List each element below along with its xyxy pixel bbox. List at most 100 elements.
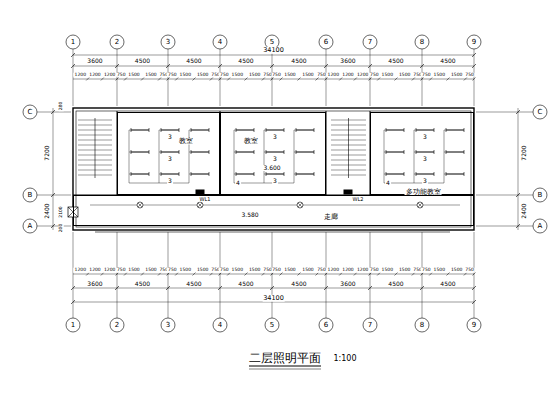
grid-number: 9	[471, 39, 477, 46]
grid-line	[37, 195, 71, 196]
dimension-tick	[262, 78, 265, 81]
dimension-line	[73, 302, 474, 303]
dimension-line	[73, 274, 474, 275]
ceiling-lamp	[298, 203, 302, 207]
dimension-tick	[472, 286, 476, 290]
stair-step	[78, 150, 112, 151]
fluorescent-lamp	[149, 172, 150, 176]
fluorescent-lamp	[266, 130, 284, 131]
grid-letter: C	[27, 109, 34, 116]
dimension-text: 4500	[134, 58, 151, 64]
dimension-tick	[166, 286, 170, 290]
lighting-wire	[294, 130, 296, 131]
dimension-line	[518, 108, 519, 230]
fluorescent-lamp	[404, 172, 405, 176]
circuit-number: 3	[167, 134, 173, 140]
stair-step	[331, 120, 366, 121]
stair-step	[331, 135, 366, 136]
dimension-tick	[219, 273, 222, 276]
fluorescent-lamp	[254, 128, 255, 132]
fluorescent-lamp	[464, 128, 465, 132]
dimension-text: 3600	[339, 281, 356, 287]
grid-bubble	[467, 318, 481, 332]
dimension-tick	[421, 273, 424, 276]
fine-dimension: 1200	[356, 268, 369, 273]
grid-number: 7	[367, 322, 373, 329]
fluorescent-lamp	[284, 128, 285, 132]
dimension-tick	[262, 273, 265, 276]
grid-bubble	[23, 219, 37, 233]
grid-letter: B	[537, 192, 544, 199]
grid-letter: B	[27, 192, 34, 199]
room-name: 走廊	[323, 214, 339, 221]
lighting-wire	[159, 130, 160, 183]
dimension-text: 4500	[134, 281, 151, 287]
room-name: 教室	[243, 138, 259, 145]
lighting-wire	[264, 174, 266, 175]
dimension-tick	[158, 78, 161, 81]
grid-number: 5	[269, 39, 275, 46]
fine-dimension: 750	[421, 72, 432, 77]
fluorescent-lamp	[191, 152, 209, 153]
fluorescent-lamp	[416, 152, 434, 153]
dimension-tick	[325, 273, 328, 276]
dimension-tick	[280, 78, 283, 81]
fluorescent-lamp	[161, 174, 179, 175]
dimension-tick	[218, 286, 222, 290]
grid-bubble	[23, 105, 37, 119]
dimension-tick	[412, 273, 415, 276]
fluorescent-lamp	[296, 174, 314, 175]
fluorescent-lamp	[386, 174, 404, 175]
dimension-tick	[218, 64, 222, 68]
fine-dimension: 280	[59, 101, 64, 112]
grid-number: 6	[323, 39, 329, 46]
grid-bubble	[467, 35, 481, 49]
fine-dimension: 1500	[231, 72, 244, 77]
grid-number: 3	[165, 322, 171, 329]
fluorescent-lamp	[386, 130, 404, 131]
fluorescent-lamp	[296, 130, 314, 131]
lighting-wire	[384, 183, 444, 184]
lighting-wire	[294, 174, 296, 175]
grid-line	[326, 49, 327, 106]
fluorescent-lamp	[209, 150, 210, 154]
dimension-text: 7200	[44, 144, 50, 161]
fine-dimension: 1500	[433, 268, 446, 273]
circuit-number: 3	[422, 178, 428, 184]
stair-step	[331, 160, 366, 161]
fine-dimension: 2100	[59, 205, 64, 218]
lighting-wire	[414, 152, 416, 153]
fine-dimension: 1500	[248, 268, 261, 273]
stair-step	[78, 160, 112, 161]
dimension-tick	[325, 78, 328, 81]
lighting-wire	[384, 152, 386, 153]
dimension-tick	[420, 286, 424, 290]
fluorescent-lamp	[434, 128, 435, 132]
fluorescent-lamp	[464, 172, 465, 176]
fine-dimension: 750	[421, 268, 432, 273]
fluorescent-lamp	[296, 152, 314, 153]
fine-dimension: 1200	[74, 268, 87, 273]
grid-letter: C	[537, 109, 544, 116]
fluorescent-lamp	[161, 152, 179, 153]
lighting-wire	[384, 174, 386, 175]
dimension-text: 3600	[86, 281, 103, 287]
lighting-wire	[129, 130, 131, 131]
fine-dimension: 1500	[433, 72, 446, 77]
dimension-tick	[324, 64, 328, 68]
dimension-tick	[101, 78, 104, 81]
dimension-tick	[210, 273, 213, 276]
fluorescent-lamp	[209, 128, 210, 132]
ceiling-lamp	[297, 202, 303, 208]
grid-bubble	[319, 318, 333, 332]
total-dimension: 34100	[262, 47, 285, 54]
dimension-tick	[167, 273, 170, 276]
fine-dimension: 1500	[196, 268, 209, 273]
dimension-tick	[166, 64, 170, 68]
fine-dimension: 750	[271, 72, 282, 77]
dimension-tick	[124, 273, 127, 276]
fine-dimension: 750	[369, 72, 380, 77]
dimension-tick	[51, 193, 55, 197]
dimension-tick	[280, 273, 283, 276]
